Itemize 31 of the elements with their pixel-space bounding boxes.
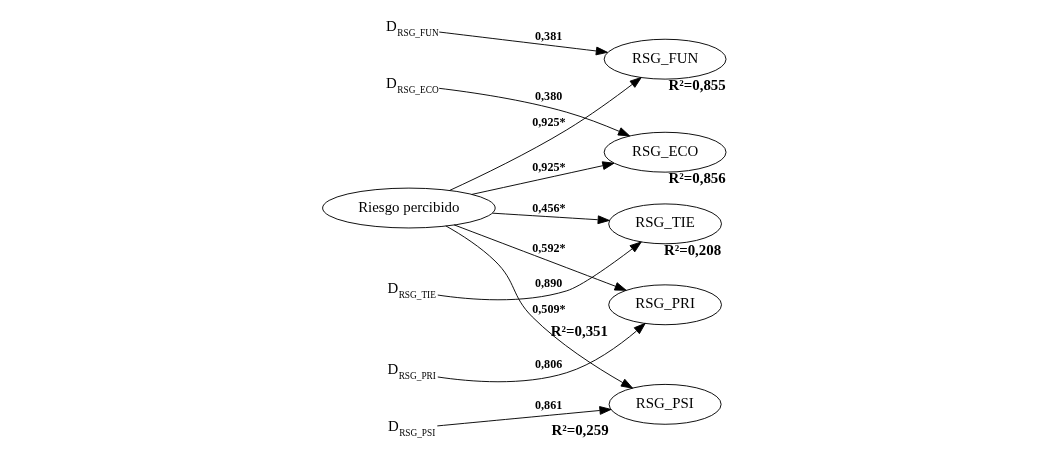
arrow	[444, 225, 633, 389]
node-text: D$_{RSG_ECO}$	[385, 74, 439, 95]
arrow	[438, 87, 630, 137]
arrow	[436, 241, 642, 301]
edge-label: 0,806	[534, 357, 562, 372]
arrow	[438, 31, 608, 56]
edge-label: 0,925*	[531, 114, 566, 129]
node-text: D$_{RSG_PRI}$	[387, 361, 436, 382]
node-label: R²=0,351	[550, 322, 608, 339]
arrow	[436, 322, 646, 383]
arrow	[448, 77, 642, 191]
node-text: D$_{RSG_TIE}$	[387, 279, 436, 300]
node-label: R²=0,259	[551, 422, 609, 439]
edge-label: 0,592*	[531, 241, 566, 256]
edge-label: 0,925*	[531, 160, 566, 175]
edge-label: 0,456*	[531, 201, 566, 216]
edge-label: 0,861	[534, 398, 562, 413]
edge-label: 0,890	[534, 275, 562, 290]
arrow	[491, 212, 610, 225]
node-ellipse: RSG_FUN	[603, 38, 727, 80]
edge-label: 0,509*	[531, 301, 566, 316]
node-text: D$_{RSG_FUN}$	[385, 18, 439, 39]
arrow	[436, 406, 612, 427]
edge-label: 0,380	[534, 88, 562, 103]
arrow	[453, 224, 627, 291]
node-ellipse: RSG_TIE	[607, 203, 722, 245]
node-ellipse: Riesgo percibido	[321, 187, 496, 229]
edge-label: 0,381	[534, 29, 562, 44]
node-ellipse: RSG_PSI	[608, 383, 722, 425]
node-text: D$_{RSG_PSI}$	[387, 418, 435, 439]
arrow	[470, 161, 614, 195]
